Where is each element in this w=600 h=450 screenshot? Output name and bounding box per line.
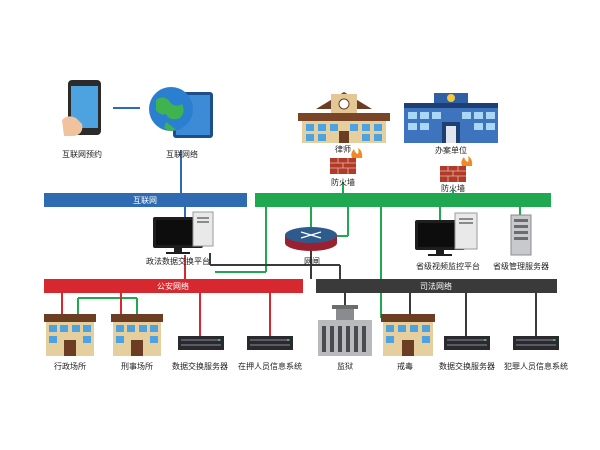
prison-building-icon <box>318 305 372 356</box>
lawyer-label: 律师 <box>335 144 351 154</box>
firewall-right-icon <box>440 156 473 182</box>
exchange-platform-label: 政法数据交换平台 <box>146 256 210 266</box>
exchange-platform-computer-icon <box>153 211 214 254</box>
internet-globe-label: 互联网络 <box>166 149 198 159</box>
detainee-system-server-icon <box>247 336 293 350</box>
internet-bar-label: 互联网 <box>133 196 157 205</box>
globe-icon <box>149 87 213 138</box>
internet-bar: 互联网 <box>44 193 247 207</box>
judicial-bar: 司法网络 <box>316 279 557 293</box>
firewall-left-icon <box>330 148 363 174</box>
criminal-system-server-icon <box>513 336 559 350</box>
exchange-server-left-icon <box>178 336 224 350</box>
provincial-server-icon <box>510 214 532 256</box>
firewall-left-label: 防火墙 <box>331 177 355 187</box>
tablet-icon <box>62 80 101 136</box>
firewall-right-label: 防火墙 <box>441 183 465 193</box>
gateway-router-icon <box>285 227 337 251</box>
rehab-label: 戒毒 <box>397 361 413 371</box>
lawyer-building-icon <box>298 92 390 143</box>
public-security-bar: 公安网络 <box>44 279 303 293</box>
internet-booking-label: 互联网预约 <box>62 149 102 159</box>
exchange-server-left-label: 数据交换服务器 <box>172 361 228 371</box>
connection-lines <box>61 107 537 336</box>
judicial-bar-label: 司法网络 <box>420 281 452 291</box>
exchange-server-right-icon <box>444 336 490 350</box>
gateway-label: 网闸 <box>304 257 320 266</box>
admin-site-building-icon <box>44 314 96 356</box>
video-platform-label: 省级视频监控平台 <box>416 261 480 271</box>
criminal-site-label: 刑事场所 <box>121 361 153 371</box>
prison-label: 监狱 <box>337 361 353 371</box>
admin-site-label: 行政场所 <box>54 361 86 371</box>
provincial-server-label: 省级管理服务器 <box>493 261 549 271</box>
public-security-bar-label: 公安网络 <box>157 281 189 291</box>
case-unit-label: 办案单位 <box>435 145 467 155</box>
green-bar <box>255 193 551 207</box>
exchange-server-right-label: 数据交换服务器 <box>439 361 495 371</box>
video-platform-computer-icon <box>415 212 478 256</box>
detainee-system-label: 在押人员信息系统 <box>238 361 302 371</box>
criminal-system-label: 犯罪人员信息系统 <box>504 361 568 371</box>
criminal-site-building-icon <box>111 314 163 356</box>
rehab-building-icon <box>381 314 435 356</box>
case-unit-building-icon <box>404 93 498 143</box>
